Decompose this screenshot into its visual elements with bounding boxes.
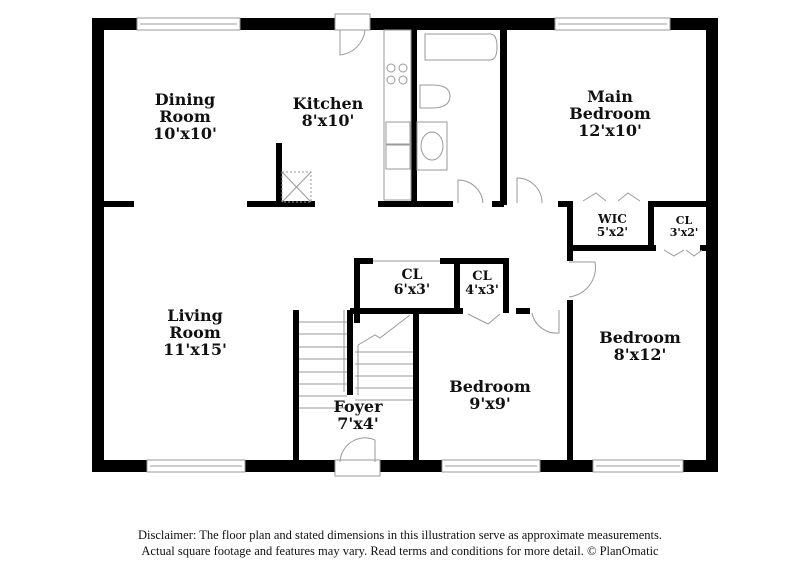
room-dimensions: 3'x2'	[669, 225, 699, 239]
room-name: Kitchen	[292, 94, 364, 113]
room-name: Room	[159, 106, 211, 126]
room-closet-hall-1: CL 6'x3'	[372, 268, 452, 297]
room-kitchen: Kitchen 8'x10'	[278, 94, 378, 130]
room-main-bedroom: Main Bedroom 12'x10'	[555, 87, 665, 140]
room-dimensions: 9'x9'	[469, 393, 511, 413]
room-name: CL	[472, 269, 492, 284]
room-dimensions: 8'x12'	[613, 344, 667, 364]
room-dimensions: 4'x3'	[465, 282, 499, 298]
room-foyer: Foyer 7'x4'	[318, 397, 398, 433]
windows	[136, 17, 684, 473]
exterior-walls	[92, 18, 718, 472]
room-dimensions: 8'x10'	[301, 110, 355, 130]
room-name: CL	[675, 214, 693, 227]
disclaimer-line-2: Actual square footage and features may v…	[141, 544, 659, 558]
room-closet-master: CL 3'x2'	[660, 215, 708, 238]
room-dimensions: 11'x15'	[163, 339, 227, 359]
interior-walls	[92, 30, 708, 465]
room-name: Living	[167, 306, 223, 325]
room-name: WIC	[598, 212, 627, 226]
room-name: CL	[401, 267, 423, 283]
room-name: Room	[169, 322, 221, 342]
room-dimensions: 7'x4'	[337, 413, 379, 433]
disclaimer: Disclaimer: The floor plan and stated di…	[0, 527, 800, 559]
fixtures	[281, 29, 498, 409]
room-dimensions: 6'x3'	[393, 281, 431, 298]
room-name: Main	[587, 87, 633, 106]
room-bedroom-3: Bedroom 9'x9'	[435, 377, 545, 413]
room-dimensions: 12'x10'	[578, 120, 642, 140]
room-closet-hall-2: CL 4'x3'	[460, 270, 504, 297]
room-name: Foyer	[333, 397, 383, 416]
room-name: Bedroom	[599, 328, 681, 347]
room-living-room: Living Room 11'x15'	[145, 306, 245, 359]
room-dimensions: 10'x10'	[153, 123, 217, 143]
room-name: Dining	[154, 90, 216, 109]
doors	[334, 13, 703, 477]
room-dimensions: 5'x2'	[596, 224, 629, 239]
room-name: Bedroom	[569, 103, 651, 123]
room-name: Bedroom	[449, 377, 531, 396]
room-dining-room: Dining Room 10'x10'	[135, 90, 235, 143]
room-wic: WIC 5'x2'	[585, 213, 640, 238]
disclaimer-line-1: Disclaimer: The floor plan and stated di…	[138, 528, 662, 542]
room-bedroom-2: Bedroom 8'x12'	[585, 328, 695, 364]
